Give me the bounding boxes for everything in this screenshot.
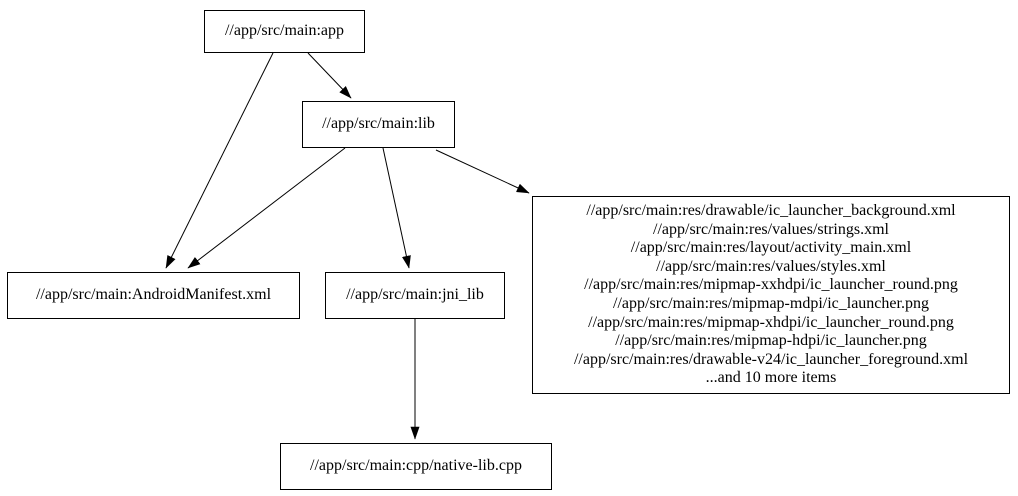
node-android-manifest-label: //app/src/main:AndroidManifest.xml (35, 286, 272, 304)
res-group-line: //app/src/main:res/values/styles.xml (656, 257, 886, 275)
res-group-line: //app/src/main:res/mipmap-xhdpi/ic_launc… (588, 313, 954, 331)
node-lib: //app/src/main:lib (302, 101, 455, 148)
node-native-lib-label: //app/src/main:cpp/native-lib.cpp (310, 457, 522, 475)
node-app: //app/src/main:app (204, 10, 365, 53)
res-group-more-items: ...and 10 more items (705, 369, 837, 387)
node-jni-lib: //app/src/main:jni_lib (325, 272, 505, 319)
node-lib-label: //app/src/main:lib (322, 115, 435, 133)
res-group-line: //app/src/main:res/layout/activity_main.… (630, 239, 912, 257)
node-android-manifest: //app/src/main:AndroidManifest.xml (7, 272, 300, 319)
res-group-line: //app/src/main:res/mipmap-xxhdpi/ic_laun… (584, 276, 958, 294)
res-group-line: //app/src/main:res/drawable-v24/ic_launc… (573, 350, 969, 368)
edge-lib-to-res-group (435, 149, 530, 194)
node-app-label: //app/src/main:app (224, 22, 345, 40)
edge-app-to-android-manifest (165, 52, 274, 269)
res-group-line: //app/src/main:res/mipmap-mdpi/ic_launch… (613, 295, 929, 312)
res-group-line: //app/src/main:res/drawable/ic_launcher_… (586, 202, 956, 220)
res-group-line: //app/src/main:res/mipmap-hdpi/ic_launch… (615, 332, 927, 350)
node-native-lib: //app/src/main:cpp/native-lib.cpp (280, 443, 552, 490)
edge-lib-to-jni-lib (382, 147, 411, 269)
edge-lib-to-android-manifest (187, 147, 346, 269)
edge-app-to-lib (307, 52, 352, 99)
node-res-group: //app/src/main:res/drawable/ic_launcher_… (532, 196, 1010, 394)
res-group-line: //app/src/main:res/values/strings.xml (653, 220, 889, 238)
node-jni-lib-label: //app/src/main:jni_lib (346, 286, 484, 304)
